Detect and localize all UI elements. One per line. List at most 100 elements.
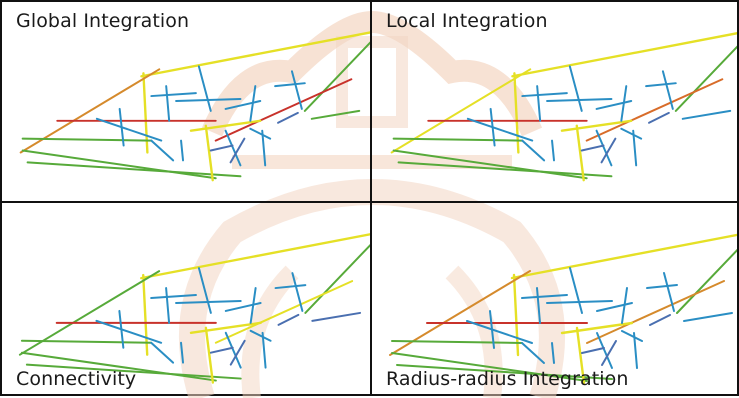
global-integration-bottom-line-b: [21, 137, 153, 142]
local-integration-grid-line-6: [568, 65, 583, 112]
global-integration-bottom-line-a: [26, 161, 242, 178]
local-integration-grid-line-3: [521, 92, 568, 98]
panel-title-local-integration: Local Integration: [386, 10, 548, 32]
radius-radius-integration-grid-line-13: [646, 284, 678, 289]
radius-radius-integration-stub-line-3: [649, 314, 671, 326]
local-integration-grid-line-1: [466, 117, 534, 142]
axial-map-connectivity: [18, 233, 370, 384]
connectivity-bottom-line-b: [20, 339, 153, 344]
local-integration-bottom-line-a: [397, 161, 613, 178]
local-integration-right-diagonal-line: [674, 45, 737, 112]
global-integration-center-diagonal-line: [214, 78, 353, 142]
radius-radius-integration-stub-line-1: [601, 340, 617, 366]
radius-radius-integration-center-vertical-line: [575, 326, 586, 385]
connectivity-grid-line-15: [180, 341, 185, 364]
connectivity-grid-line-12: [291, 272, 304, 312]
radius-radius-integration-grid-line-8: [621, 287, 628, 324]
global-integration-upper-right-line: [310, 109, 361, 120]
local-integration-center-yellow-spur: [560, 119, 633, 132]
global-integration-grid-line-10: [249, 127, 272, 140]
radius-radius-integration-grid-line-9: [596, 332, 613, 369]
local-integration-bottom-line-b: [392, 137, 524, 142]
local-integration-stub-line-3: [648, 111, 670, 124]
panel-title-global-integration: Global Integration: [16, 10, 190, 32]
connectivity-upper-right-line: [311, 311, 362, 322]
global-integration-center-yellow-spur: [189, 119, 262, 132]
global-integration-grid-line-2: [118, 107, 125, 147]
radius-radius-integration-left-vertical-line: [512, 273, 520, 357]
connectivity-stub-line-3: [277, 313, 300, 326]
global-integration-grid-line-4: [165, 85, 171, 122]
connectivity-grid-line-9: [224, 331, 242, 369]
radius-radius-integration-grid-line-12: [663, 272, 675, 312]
global-integration-grid-line-9: [224, 129, 242, 167]
axial-map-local-integration: [390, 32, 737, 182]
panel-radius-radius-integration: Radius-radius Integration: [372, 203, 737, 394]
connectivity-grid-line-13: [274, 284, 307, 290]
local-integration-top-edge-line: [511, 32, 737, 78]
connectivity-grid-line-6: [197, 267, 212, 314]
local-integration-center-vertical-line: [575, 124, 585, 182]
local-integration-grid-line-10: [620, 127, 643, 140]
local-integration-grid-line-8: [620, 85, 628, 122]
connectivity-center-diagonal-line: [214, 280, 354, 344]
connectivity-center-yellow-spur: [189, 321, 262, 335]
panel-grid: Global Integration Local Integration Con…: [2, 2, 737, 394]
panel-global-integration: Global Integration: [2, 2, 372, 203]
radius-radius-integration-grid-line-3: [521, 294, 568, 299]
local-integration-stub-line-1: [600, 137, 617, 164]
global-integration-grid-line-12: [290, 70, 303, 110]
connectivity-right-diagonal-line: [304, 243, 370, 314]
radius-radius-integration-grid-line-7: [596, 302, 633, 312]
local-integration-grid-line-7: [595, 100, 633, 110]
radius-radius-integration-grid-line-10: [621, 330, 643, 342]
radius-radius-integration-grid-line-11: [633, 332, 638, 369]
local-integration-upper-right-line: [681, 109, 732, 120]
global-integration-grid-line-1: [95, 117, 163, 142]
radius-radius-integration-grid-line-14: [521, 342, 545, 364]
panel-local-integration: Local Integration: [372, 2, 737, 203]
connectivity-center-vertical-line: [204, 326, 215, 384]
global-integration-top-edge-line: [140, 31, 370, 78]
radius-radius-integration-upper-right-line: [683, 312, 733, 322]
global-integration-left-vertical-line: [142, 72, 149, 154]
local-integration-grid-line-13: [645, 82, 677, 88]
local-integration-grid-line-2: [489, 107, 496, 147]
connectivity-grid-line-2: [118, 309, 125, 349]
radius-radius-integration-grid-line-2: [489, 310, 495, 349]
global-integration-right-diagonal-line: [303, 41, 370, 112]
global-integration-grid-line-11: [261, 129, 267, 167]
local-integration-center-diagonal-line: [585, 78, 724, 142]
local-integration-grid-line-9: [595, 129, 613, 167]
radius-radius-integration-grid-line-1: [466, 320, 533, 344]
connectivity-grid-line-14: [150, 341, 175, 364]
local-integration-grid-line-11: [632, 129, 638, 167]
radius-radius-integration-bottom-line-a: [396, 364, 613, 380]
global-integration-stub-line-2: [209, 144, 234, 152]
connectivity-bottom-line-a: [25, 363, 242, 380]
local-integration-grid-line-4: [536, 85, 542, 122]
local-integration-grid-line-15: [551, 139, 555, 162]
global-integration-stub-line-1: [229, 137, 246, 164]
connectivity-grid-line-3: [150, 294, 197, 299]
axial-map-radius-radius-integration: [389, 233, 737, 385]
radius-radius-integration-right-diagonal-line: [676, 248, 737, 314]
radius-radius-integration-grid-line-15: [551, 342, 555, 364]
global-integration-bottom-long-line: [21, 149, 217, 180]
connectivity-grid-line-11: [261, 331, 267, 369]
local-integration-bottom-long-line: [392, 149, 588, 180]
radius-radius-integration-center-diagonal-line: [586, 280, 725, 344]
radius-radius-integration-stub-line-2: [581, 347, 605, 354]
connectivity-grid-line-8: [249, 287, 257, 324]
connectivity-stub-line-2: [209, 346, 234, 354]
global-integration-center-vertical-line: [204, 124, 214, 182]
connectivity-bottom-long-line: [20, 351, 217, 382]
axial-map-global-integration: [19, 31, 370, 182]
local-integration-stub-line-2: [580, 144, 605, 152]
global-integration-grid-line-8: [249, 85, 257, 122]
connectivity-grid-line-4: [165, 287, 171, 324]
global-integration-grid-line-7: [224, 100, 262, 110]
connectivity-grid-line-10: [249, 329, 272, 342]
connectivity-top-edge-line: [140, 233, 370, 280]
